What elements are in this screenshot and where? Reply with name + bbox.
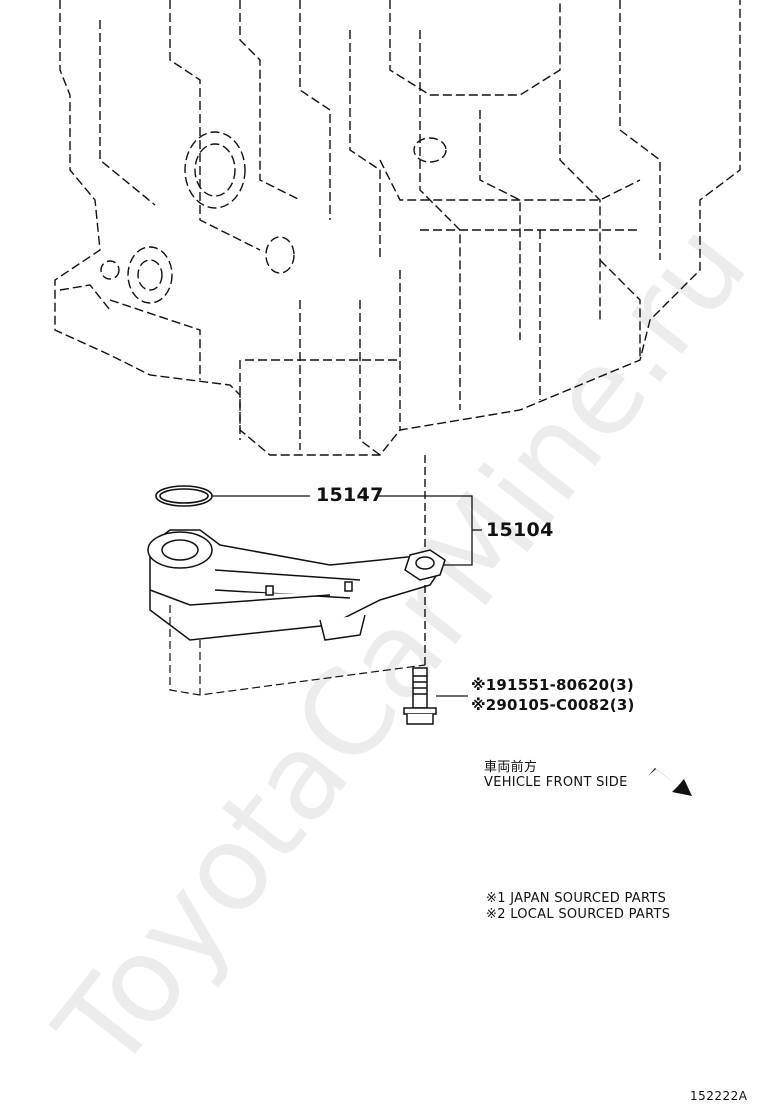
o-ring-15147 bbox=[155, 485, 213, 507]
flange-bolt bbox=[403, 667, 437, 725]
strainer-hidden-outline bbox=[169, 605, 426, 696]
part-number-15104: 15104 bbox=[486, 519, 554, 541]
part-number-15147: 15147 bbox=[316, 484, 384, 506]
figure-id: 152222A bbox=[690, 1089, 748, 1103]
leader-lines bbox=[212, 495, 482, 697]
note-japan-sourced: ※1 JAPAN SOURCED PARTS bbox=[486, 891, 667, 906]
direction-label-japanese: 車両前方 bbox=[484, 760, 538, 775]
note-local-sourced: ※2 LOCAL SOURCED PARTS bbox=[486, 907, 671, 922]
arrow-down-right-icon bbox=[648, 768, 692, 796]
engine-block-outline bbox=[54, 0, 741, 456]
oil-strainer-15104 bbox=[147, 529, 446, 641]
direction-label-english: VEHICLE FRONT SIDE bbox=[484, 775, 628, 790]
bolt-part-number-local: ※290105-C0082(3) bbox=[471, 696, 635, 714]
bolt-part-number-japan: ※191551-80620(3) bbox=[471, 676, 634, 694]
